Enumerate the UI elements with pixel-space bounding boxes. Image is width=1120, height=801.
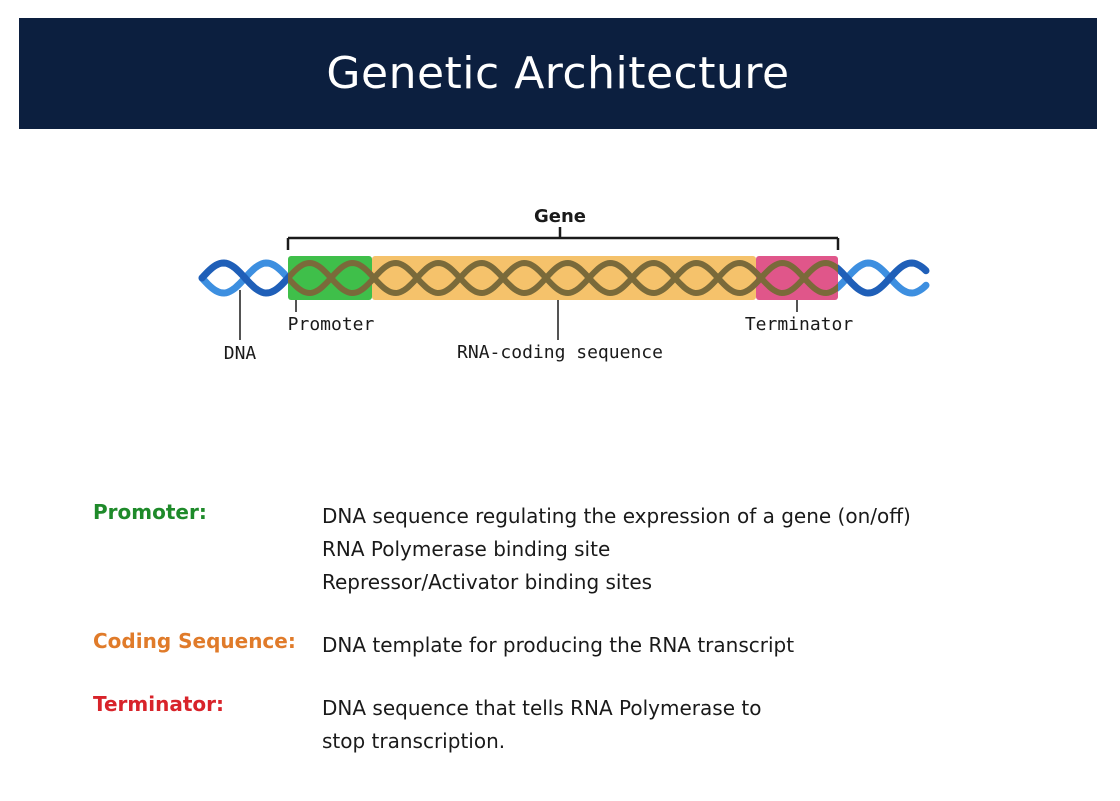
desc-line: DNA template for producing the RNA trans… (322, 633, 795, 657)
desc-terminator: DNA sequence that tells RNA Polymerase t… (322, 692, 1073, 758)
definitions-list: Promoter: DNA sequence regulating the ex… (93, 500, 1073, 758)
desc-line: DNA sequence regulating the expression o… (322, 504, 911, 528)
desc-coding-sequence: DNA template for producing the RNA trans… (322, 629, 1073, 662)
desc-line: Repressor/Activator binding sites (322, 570, 653, 594)
term-terminator: Terminator: (93, 692, 225, 716)
definition-coding-sequence: Coding Sequence: DNA template for produc… (93, 629, 1073, 662)
desc-line: RNA Polymerase binding site (322, 537, 611, 561)
definition-terminator: Terminator: DNA sequence that tells RNA … (93, 692, 1073, 758)
dna-label: DNA (224, 343, 257, 364)
slide-title: Genetic Architecture (326, 48, 790, 99)
gene-bracket (286, 227, 840, 250)
coding-label: RNA-coding sequence (457, 342, 663, 363)
title-banner: Genetic Architecture (19, 18, 1097, 129)
term-promoter: Promoter: (93, 500, 207, 524)
desc-promoter: DNA sequence regulating the expression o… (322, 500, 1073, 599)
promoter-label: Promoter (288, 314, 375, 335)
gene-label: Gene (534, 206, 586, 227)
term-coding-sequence: Coding Sequence: (93, 629, 296, 653)
desc-line: stop transcription. (322, 729, 506, 753)
desc-line: DNA sequence that tells RNA Polymerase t… (322, 696, 762, 720)
dna-helix (198, 259, 930, 297)
definition-promoter: Promoter: DNA sequence regulating the ex… (93, 500, 1073, 599)
terminator-label: Terminator (745, 314, 854, 335)
dna-strand-front-region (288, 259, 838, 297)
